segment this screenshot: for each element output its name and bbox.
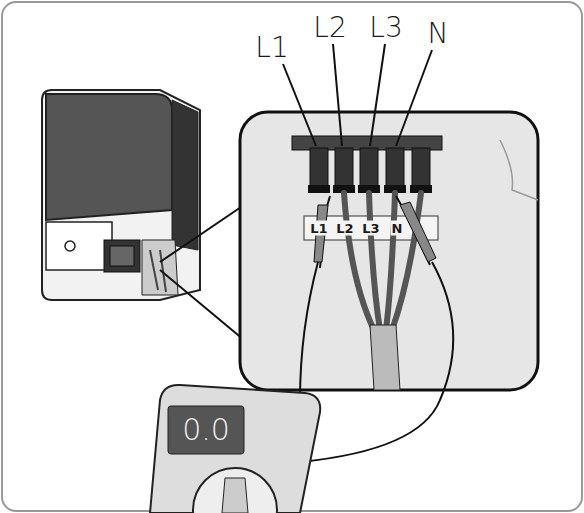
meter-reading: 0.0: [182, 415, 230, 445]
terminal-marking: N: [391, 221, 404, 236]
conductor-label: L2: [313, 14, 346, 42]
terminal-marking: L1: [309, 221, 328, 236]
conductor-label: L3: [369, 14, 402, 42]
terminal-marking: L3: [361, 221, 380, 236]
terminal-marking: L2: [335, 221, 354, 236]
conductor-label: L1: [255, 34, 288, 62]
conductor-label: N: [428, 20, 449, 48]
